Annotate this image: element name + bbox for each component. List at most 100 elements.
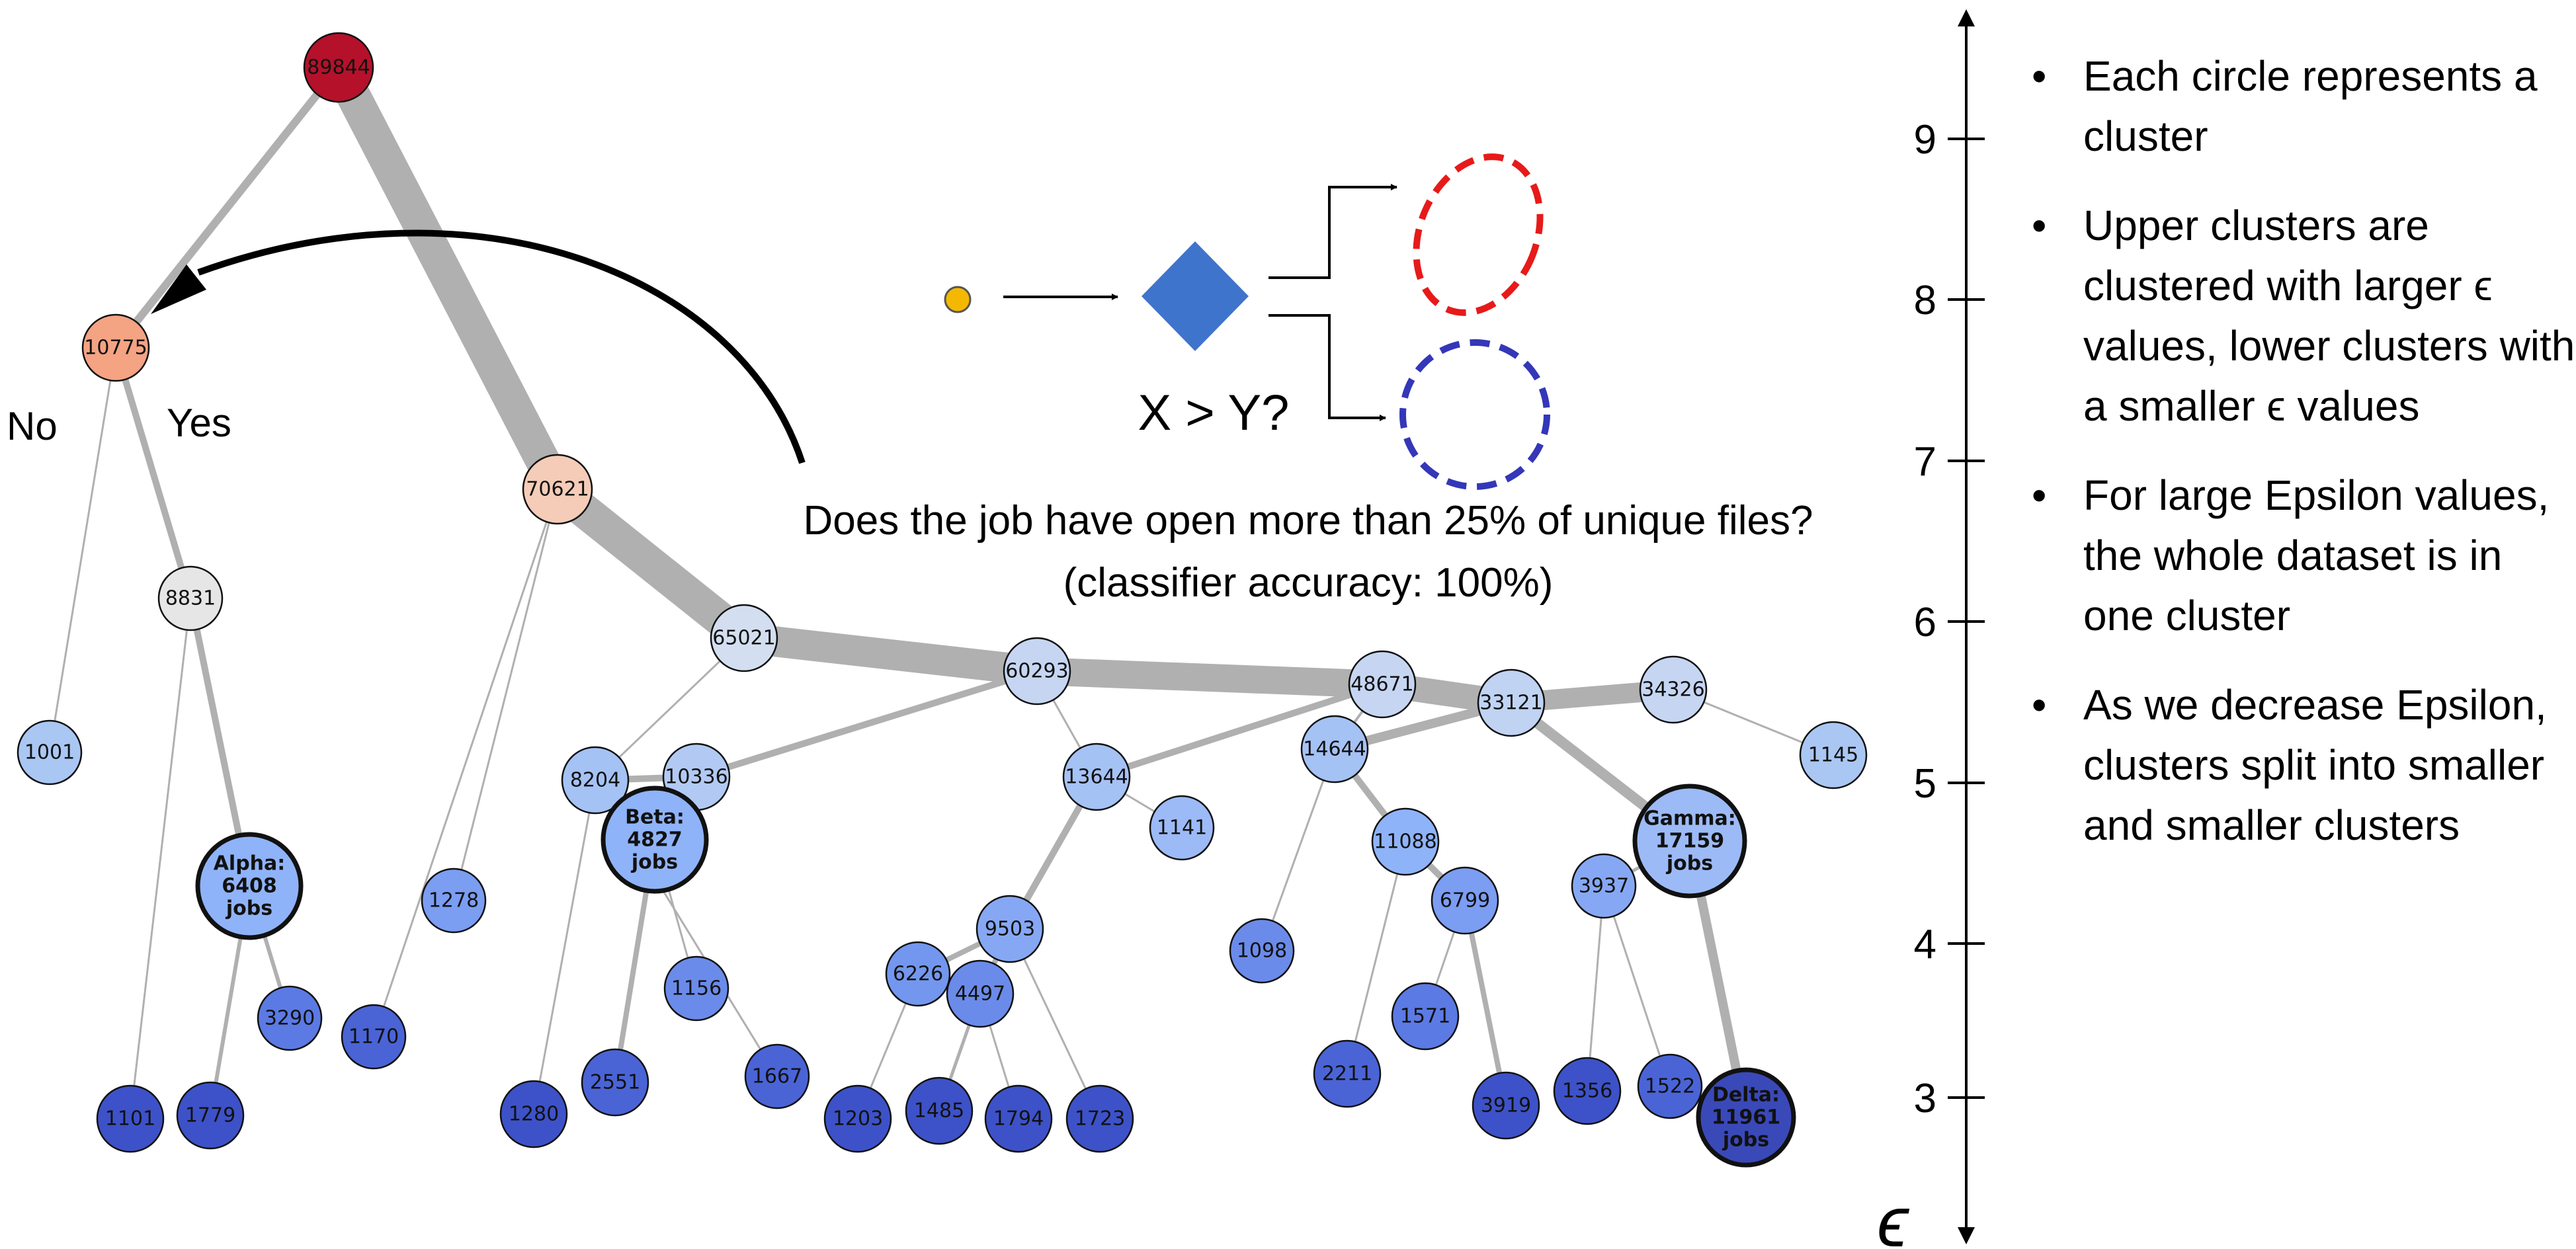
cluster-node-33121: 33121 [1477,668,1546,737]
decision-arrow-lower [1268,314,1386,421]
edge-48671-13644 [1093,681,1386,780]
cluster-circle [823,1084,892,1153]
cluster-label: 1779 [185,1104,235,1127]
cluster-circle [744,1043,810,1109]
edge-65021-60293 [729,623,1052,686]
edge-89844-10775 [112,63,343,352]
cluster-circle [341,1004,407,1070]
cluster-circle [157,565,224,631]
cluster-node-1667: 1667 [744,1043,810,1109]
cluster-circle [1632,784,1747,899]
bullet-text: As we decrease Epsilon, clusters split i… [2083,681,2547,849]
edge-14644-1098 [1261,748,1336,952]
yes-label: Yes [167,401,231,445]
bullet-item: • Upper clusters are clustered with large… [2017,196,2576,436]
bullet-dot: • [2032,202,2047,249]
cluster-label: 34326 [1641,678,1704,702]
cluster-node-1156: 1156 [663,955,729,1022]
cluster-node-10775: 10775 [81,313,150,382]
cluster-node-2211: 2211 [1313,1039,1382,1108]
bullet-item: •Each circle represents a cluster [2017,46,2576,167]
cluster-node-1571: 1571 [1391,982,1460,1051]
cluster-label: jobs [1666,852,1713,875]
cluster-label: 11961 [1712,1106,1780,1129]
cluster-circle [303,32,374,103]
cluster-circle [1062,743,1131,811]
cluster-label: jobs [226,897,272,920]
epsilon-tick-label: 7 [1914,439,1936,485]
epsilon-symbol: ϵ [1877,1182,1910,1249]
cluster-label: 1170 [349,1026,399,1049]
cluster-label: 3919 [1481,1094,1531,1117]
cluster-circle [1348,650,1417,719]
cluster-circle [1391,982,1460,1051]
cluster-label: 4497 [955,983,1005,1006]
cluster-label: 2551 [590,1071,640,1094]
epsilon-tick-label: 3 [1914,1076,1936,1121]
cluster-circle [1477,668,1546,737]
edge-60293-48671 [1023,657,1396,698]
edge-3937-1356 [1586,885,1605,1092]
bullet-dot: • [2032,471,2047,519]
curved-arrow [197,229,806,464]
cluster-node-1203: 1203 [823,1084,892,1153]
cluster-node-1170: 1170 [341,1004,407,1070]
cluster-node-1485: 1485 [905,1076,974,1145]
edge-11088-2211 [1346,840,1407,1075]
cluster-label: 1145 [1808,744,1858,767]
cluster-label: Delta: [1712,1084,1780,1107]
cluster-node-1779: 1779 [176,1081,245,1150]
cluster-circle [561,746,630,815]
cluster-label: 1485 [914,1100,964,1123]
cluster-circle [1313,1039,1382,1108]
cluster-circle [195,832,304,940]
cluster-label: 1794 [993,1108,1044,1131]
cluster-node-2551: 2551 [581,1048,649,1117]
decision-diamond-icon [1142,241,1249,351]
input-dot [944,286,972,313]
red-cluster-ellipse [1413,153,1544,316]
cluster-node-1001: 1001 [17,719,83,786]
cluster-node-4497: 4497 [946,959,1015,1028]
axis-arrow-down-icon [1958,1227,1975,1244]
cluster-node-70621: 70621 [522,454,593,525]
epsilon-tick-label: 6 [1914,600,1936,645]
cluster-node-1278: 1278 [421,867,487,934]
edge-6799-3919 [1462,898,1509,1108]
cluster-circle [1065,1084,1134,1153]
cluster-circle [885,941,951,1007]
cluster-circle [1003,637,1071,705]
cluster-label: 17159 [1655,830,1724,853]
cluster-circle [499,1080,568,1148]
cluster-label: 1203 [833,1108,883,1131]
blue-cluster-circle [1399,339,1550,490]
cluster-circle [1229,918,1295,984]
bullet-text: Upper clusters are clustered with larger… [2083,202,2575,430]
cluster-label: 8831 [165,587,216,610]
cluster-label: Gamma: [1643,807,1736,830]
cluster-label: 14644 [1303,738,1366,761]
cluster-circle [581,1048,649,1117]
cluster-label: 70621 [526,478,589,501]
cluster-circle [1300,715,1369,784]
cluster-label: 10775 [84,337,147,360]
cluster-label: 1571 [1400,1005,1450,1028]
edge-70621-1170 [372,488,559,1038]
cluster-circle [522,454,593,525]
bullet-item: •For large Epsilon values, the whole dat… [2017,465,2576,646]
bullet-dot: • [2032,681,2047,729]
cluster-circle [905,1076,974,1145]
cluster-label: jobs [1722,1129,1769,1152]
cluster-node-1723: 1723 [1065,1084,1134,1153]
cluster-label: 1278 [429,889,479,912]
epsilon-tick-label: 8 [1914,278,1936,323]
cluster-label: 1667 [752,1065,802,1088]
question-text: Does the job have open more than 25% of … [804,498,1813,544]
cluster-node-48671: 48671 [1348,650,1417,719]
cluster-circle [1553,1057,1622,1125]
cluster-node-6226: 6226 [885,941,951,1007]
cluster-label: 1522 [1645,1075,1695,1098]
